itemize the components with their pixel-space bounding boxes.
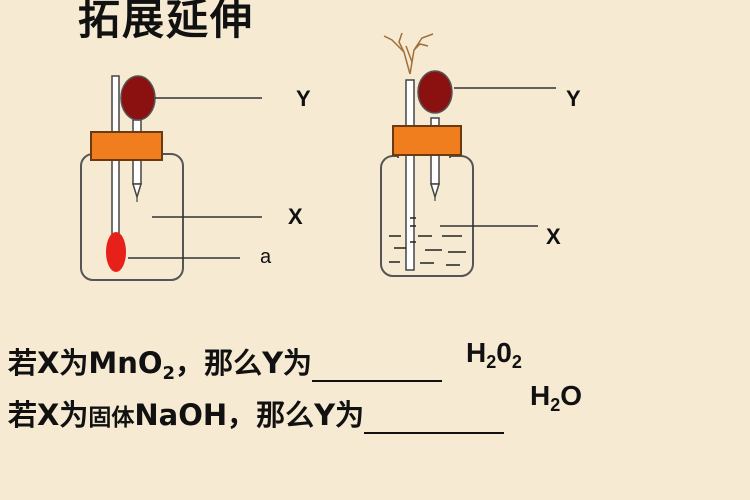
- q1-answer-sub1: 2: [486, 352, 497, 372]
- right-bottle: [380, 155, 474, 277]
- left-label-x: X: [288, 204, 303, 229]
- q2-answer-end: O: [560, 380, 583, 411]
- q1-answer-mid: 0: [496, 337, 512, 368]
- q1-answer-main: H: [466, 337, 487, 368]
- right-label-x: X: [546, 224, 561, 249]
- apparatus-diagram: [80, 32, 556, 281]
- question-line-1: 若X为MnO2，那么Y为: [8, 340, 443, 384]
- right-apparatus: [380, 32, 556, 277]
- left-label-y: Y: [296, 86, 311, 111]
- left-apparatus: [80, 75, 262, 281]
- q2-prefix-a: 若X为: [8, 398, 89, 432]
- left-stopper: [90, 131, 163, 161]
- right-sprig: [383, 32, 434, 75]
- right-stopper: [392, 125, 462, 156]
- q2-prefix-small: 固体: [88, 405, 135, 431]
- q2-blank: [364, 398, 505, 434]
- right-long-tube: [405, 79, 415, 271]
- q1-prefix: 若X为MnO: [8, 346, 163, 380]
- slide-title: 拓展延伸: [78, 0, 255, 44]
- right-bulb: [417, 70, 453, 114]
- question-line-2: 若X为固体NaOH，那么Y为: [8, 392, 505, 434]
- q2-answer-main: H: [530, 380, 551, 411]
- q2-answer: H2O: [530, 380, 582, 416]
- q1-subscript: 2: [162, 363, 176, 384]
- right-label-y: Y: [566, 86, 581, 111]
- right-liquid: [389, 217, 466, 266]
- left-bulb: [120, 75, 156, 121]
- q1-suffix: ，那么Y为: [175, 346, 313, 380]
- q1-blank: [312, 346, 443, 382]
- q1-answer-sub2: 2: [511, 352, 522, 372]
- left-label-a: a: [260, 246, 272, 268]
- q2-prefix-b: NaOH，那么Y为: [134, 398, 365, 432]
- q2-answer-sub: 2: [550, 395, 561, 415]
- q1-answer: H202: [466, 337, 522, 373]
- left-red-drop: [106, 232, 126, 272]
